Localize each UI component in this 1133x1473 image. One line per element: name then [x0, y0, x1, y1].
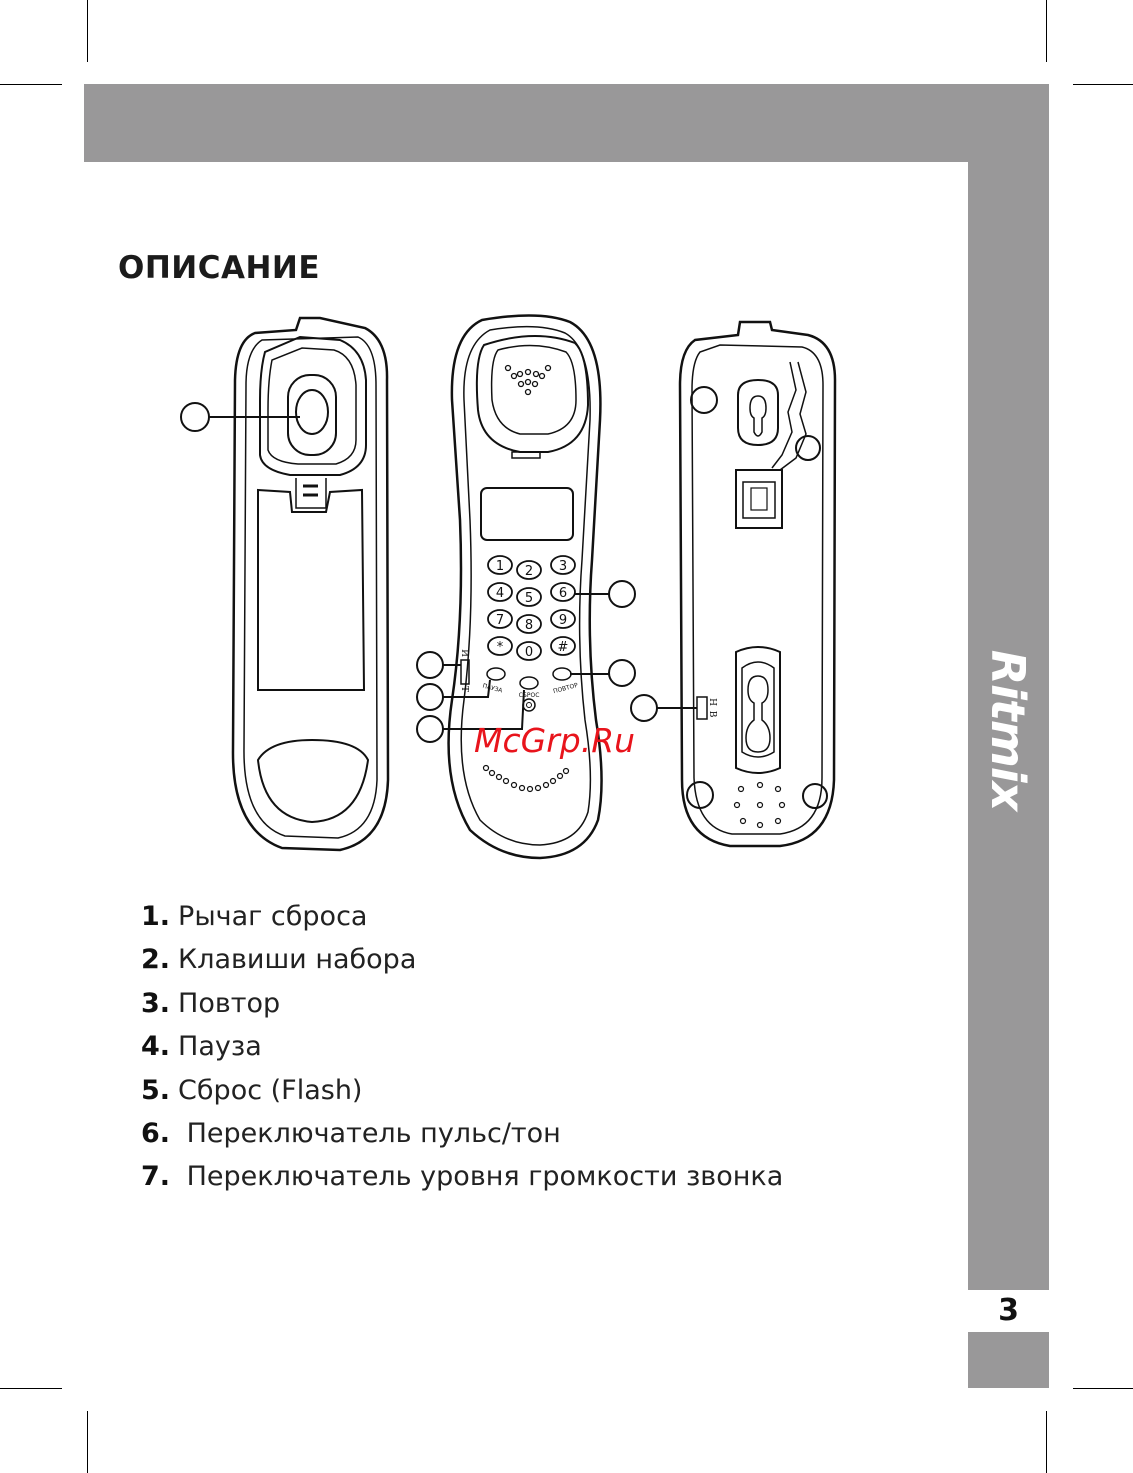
phone-back-view: Н В — [631, 322, 835, 846]
key-3: 3 — [559, 559, 567, 574]
key-4: 4 — [496, 586, 504, 601]
page-number: 3 — [968, 1290, 1049, 1332]
list-item-text: Сброс (Flash) — [178, 1075, 362, 1106]
key-8: 8 — [525, 618, 533, 633]
side-band-bottom — [968, 1332, 1049, 1388]
switch-pulse-label: И — [459, 649, 469, 657]
list-item: 3.Повтор — [141, 982, 783, 1025]
switch-low-label: Н — [707, 698, 717, 706]
list-item: 6. Переключатель пульс/тон — [141, 1112, 783, 1155]
crop-mark — [1073, 1388, 1133, 1389]
switch-tone-label: Т — [459, 686, 469, 692]
list-item-text: Переключатель пульс/тон — [178, 1118, 561, 1149]
telephone-diagram: 1 2 3 4 5 6 7 8 9 * 0 # ПАУЗА СБРОС ПОВТ… — [160, 310, 880, 870]
key-6: 6 — [559, 586, 567, 601]
crop-mark — [87, 1411, 88, 1473]
crop-mark — [1046, 1411, 1047, 1473]
flash-key-label: СБРОС — [519, 692, 540, 699]
phone-keypad-view: 1 2 3 4 5 6 7 8 9 * 0 # ПАУЗА СБРОС ПОВТ… — [417, 315, 635, 858]
watermark: McGrp.Ru — [474, 721, 635, 760]
header-band — [84, 84, 1049, 162]
pause-key-label: ПАУЗА — [482, 683, 504, 695]
list-item-text: Клавиши набора — [178, 944, 416, 975]
crop-mark — [0, 1388, 62, 1389]
list-item-text: Рычаг сброса — [178, 901, 367, 932]
list-item: 1.Рычаг сброса — [141, 895, 783, 938]
feature-list: 1.Рычаг сброса 2.Клавиши набора 3.Повтор… — [141, 895, 783, 1199]
list-item-text: Переключатель уровня громкости звонка — [178, 1161, 783, 1192]
key-7: 7 — [496, 613, 504, 628]
key-0: 0 — [525, 645, 533, 660]
crop-mark — [1073, 84, 1133, 85]
crop-mark — [0, 84, 62, 85]
list-item: 2.Клавиши набора — [141, 938, 783, 981]
switch-high-label: В — [707, 711, 717, 718]
redial-key-label: ПОВТОР — [552, 682, 579, 695]
crop-mark — [87, 0, 88, 62]
crop-mark — [1046, 0, 1047, 62]
list-item: 4.Пауза — [141, 1025, 783, 1068]
key-5: 5 — [525, 591, 533, 606]
page-title: ОПИСАНИЕ — [118, 250, 320, 286]
list-item-text: Повтор — [178, 988, 280, 1019]
key-hash: # — [558, 640, 569, 655]
key-star: * — [497, 640, 504, 655]
brand-logo: Ritmix — [981, 650, 1035, 811]
list-item-text: Пауза — [178, 1031, 262, 1062]
list-item: 5.Сброс (Flash) — [141, 1069, 783, 1112]
key-9: 9 — [559, 613, 567, 628]
phone-front-view — [181, 318, 388, 850]
key-1: 1 — [496, 559, 504, 574]
key-2: 2 — [525, 564, 533, 579]
list-item: 7. Переключатель уровня громкости звонка — [141, 1155, 783, 1198]
